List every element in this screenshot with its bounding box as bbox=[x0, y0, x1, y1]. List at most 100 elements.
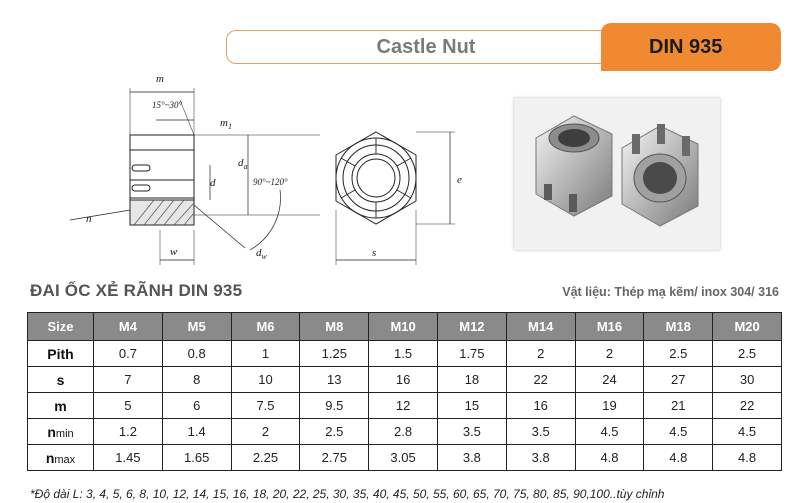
column-header: M4 bbox=[93, 312, 163, 341]
table-cell: 2.5 bbox=[643, 340, 714, 367]
table-cell: 10 bbox=[230, 366, 301, 393]
table-cell: 3.5 bbox=[436, 418, 507, 445]
table-cell: 6 bbox=[161, 392, 232, 419]
table-cell: 21 bbox=[643, 392, 714, 419]
table-cell: 2 bbox=[230, 418, 301, 445]
column-header: M8 bbox=[299, 312, 370, 341]
label-da: da bbox=[238, 157, 248, 171]
table-cell: 30 bbox=[712, 366, 782, 393]
column-header: M20 bbox=[712, 312, 782, 341]
column-header: M12 bbox=[436, 312, 507, 341]
row-label: nmax bbox=[27, 444, 94, 471]
nut-hatched-section bbox=[129, 199, 195, 226]
row-label-main: Pith bbox=[47, 345, 74, 362]
column-header: M10 bbox=[368, 312, 438, 341]
table-cell: 3.5 bbox=[505, 418, 576, 445]
table-cell: 19 bbox=[574, 392, 645, 419]
row-label-main: n bbox=[47, 423, 56, 440]
table-cell: 1 bbox=[230, 340, 301, 367]
table-cell: 2.5 bbox=[712, 340, 782, 367]
label-angle-top: 15°~30° bbox=[152, 100, 182, 110]
standard-label: DIN 935 bbox=[649, 35, 723, 58]
standard-badge: DIN 935 bbox=[601, 23, 781, 71]
row-label: m bbox=[27, 392, 94, 419]
table-cell: 2.75 bbox=[299, 444, 370, 471]
table-cell: 2.5 bbox=[299, 418, 370, 445]
column-header: M6 bbox=[230, 312, 301, 341]
row-label-sub: max bbox=[54, 453, 76, 466]
spec-table: Size M4 M5 M6 M8 M10 M12 M14 M16 M18 M20… bbox=[27, 312, 782, 471]
table-cell: 7.5 bbox=[230, 392, 301, 419]
label-d: d bbox=[210, 177, 216, 189]
table-cell: 24 bbox=[574, 366, 645, 393]
table-cell: 15 bbox=[436, 392, 507, 419]
table-cell: 1.25 bbox=[299, 340, 370, 367]
product-title-bar: Castle Nut bbox=[226, 30, 626, 64]
table-cell: 3.05 bbox=[368, 444, 438, 471]
table-cell: 4.5 bbox=[712, 418, 782, 445]
document-title: ĐAI ỐC XẺ RÃNH DIN 935 bbox=[30, 281, 243, 300]
table-cell: 8 bbox=[161, 366, 232, 393]
table-cell: 16 bbox=[505, 392, 576, 419]
column-header: M14 bbox=[505, 312, 576, 341]
table-cell: 4.5 bbox=[643, 418, 714, 445]
table-cell: 4.5 bbox=[574, 418, 645, 445]
table-cell: 1.2 bbox=[93, 418, 163, 445]
label-s: s bbox=[372, 247, 376, 259]
table-cell: 27 bbox=[643, 366, 714, 393]
row-label: nmin bbox=[27, 418, 94, 445]
table-cell: 0.7 bbox=[93, 340, 163, 367]
table-cell: 22 bbox=[505, 366, 576, 393]
table-cell: 1.75 bbox=[436, 340, 507, 367]
label-n: n bbox=[86, 213, 92, 225]
label-m: m bbox=[156, 73, 164, 85]
row-label: s bbox=[27, 366, 94, 393]
column-header: Size bbox=[27, 312, 94, 341]
row-label-main: n bbox=[45, 449, 55, 466]
label-angle-side: 90°~120° bbox=[253, 177, 288, 187]
table-cell: 2.8 bbox=[368, 418, 438, 445]
row-label: Pith bbox=[27, 340, 94, 367]
product-photo bbox=[514, 98, 720, 250]
table-cell: 12 bbox=[368, 392, 438, 419]
table-cell: 18 bbox=[436, 366, 507, 393]
row-label-main: m bbox=[54, 397, 67, 414]
product-name: Castle Nut bbox=[376, 35, 476, 58]
table-cell: 4.8 bbox=[712, 444, 782, 471]
table-cell: 7 bbox=[93, 366, 163, 393]
table-cell: 4.8 bbox=[643, 444, 714, 471]
length-footnote: *Độ dài L: 3, 4, 5, 6, 8, 10, 12, 14, 15… bbox=[30, 487, 665, 501]
table-cell: 2 bbox=[574, 340, 645, 367]
technical-drawing: m 15°~30° m1 da d 90°~120° n w dw s e bbox=[70, 73, 462, 265]
table-cell: 3.8 bbox=[505, 444, 576, 471]
table-cell: 3.8 bbox=[436, 444, 507, 471]
table-cell: 0.8 bbox=[161, 340, 232, 367]
column-header: M5 bbox=[161, 312, 232, 341]
table-cell: 1.65 bbox=[161, 444, 232, 471]
table-cell: 22 bbox=[712, 392, 782, 419]
row-label-sub: min bbox=[55, 427, 74, 440]
label-dw: dw bbox=[256, 247, 268, 261]
column-header: M18 bbox=[643, 312, 714, 341]
table-cell: 4.8 bbox=[574, 444, 645, 471]
row-label-main: s bbox=[56, 371, 65, 388]
table-cell: 9.5 bbox=[299, 392, 370, 419]
table-cell: 2 bbox=[505, 340, 576, 367]
label-e: e bbox=[457, 174, 462, 186]
table-cell: 1.45 bbox=[93, 444, 163, 471]
nut-front-hex bbox=[335, 131, 417, 225]
table-header-row: Size M4 M5 M6 M8 M10 M12 M14 M16 M18 M20 bbox=[27, 312, 782, 341]
material-note: Vật liệu: Thép mạ kẽm/ inox 304/ 316 bbox=[562, 285, 779, 299]
table-cell: 1.5 bbox=[368, 340, 438, 367]
label-w: w bbox=[170, 246, 178, 258]
table-cell: 16 bbox=[368, 366, 438, 393]
table-cell: 2.25 bbox=[230, 444, 301, 471]
column-header: M16 bbox=[574, 312, 645, 341]
table-cell: 1.4 bbox=[161, 418, 232, 445]
table-cell: 13 bbox=[299, 366, 370, 393]
